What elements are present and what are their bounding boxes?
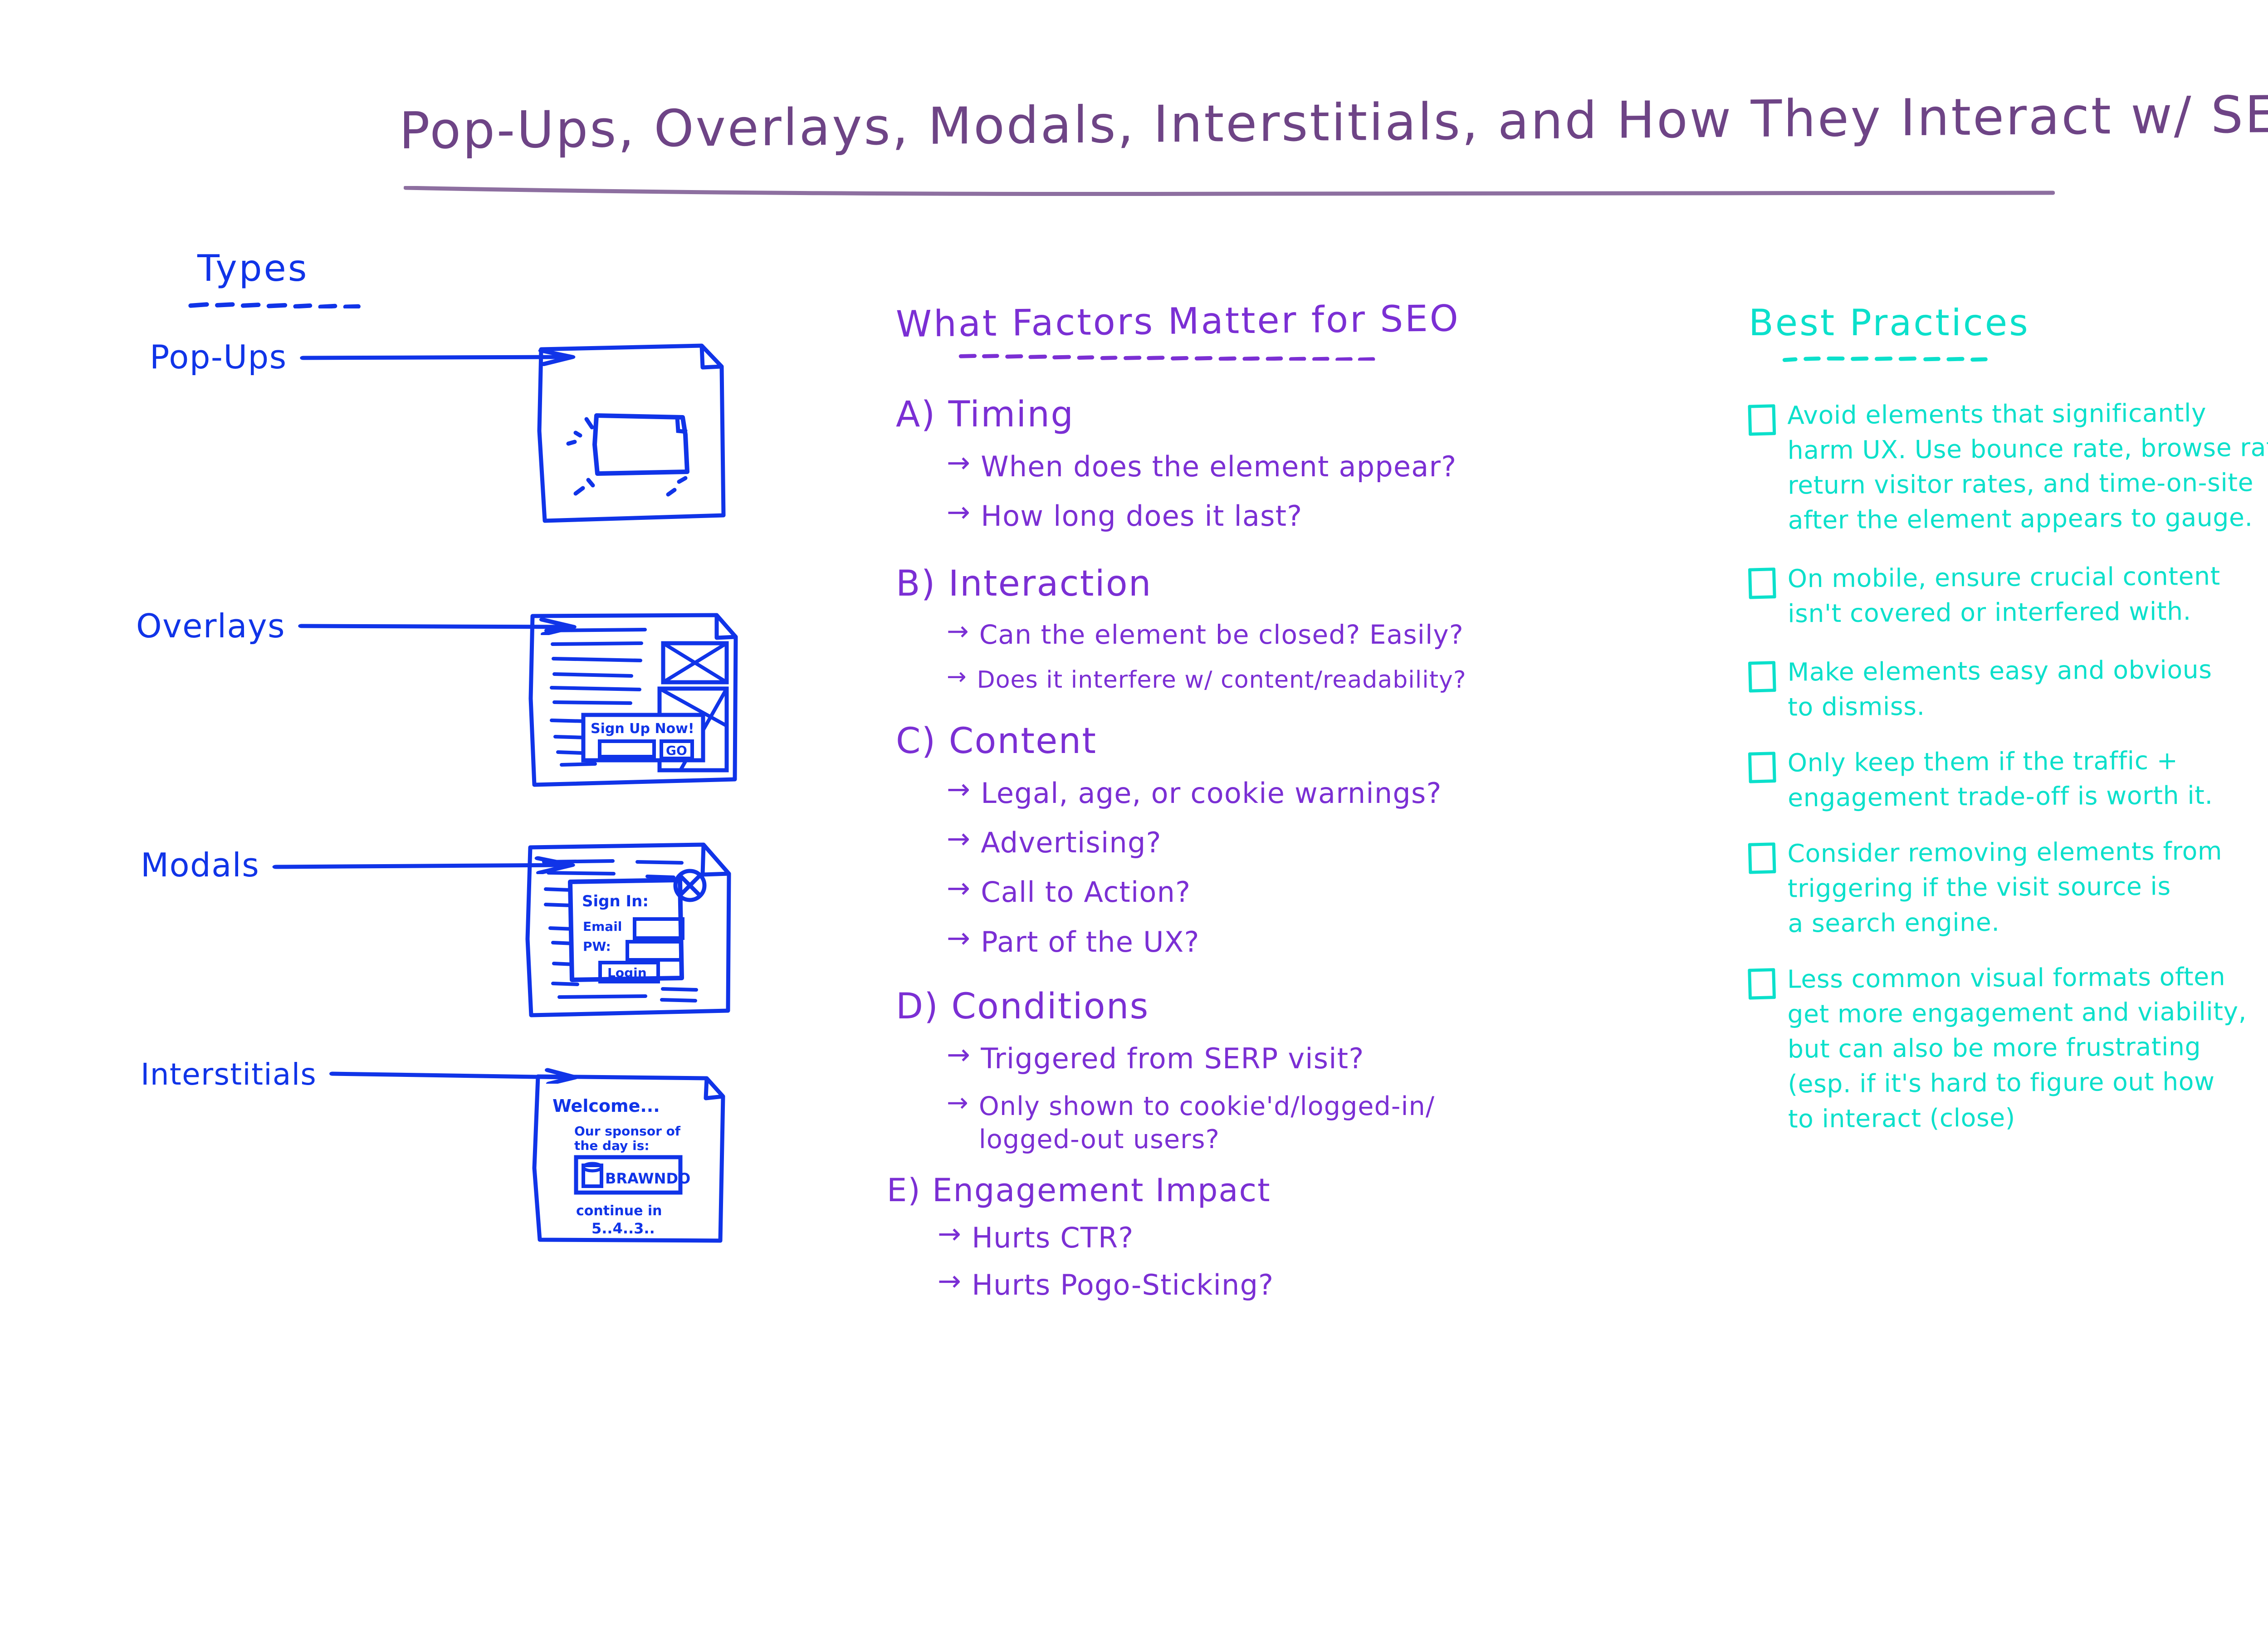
factor-key-a: A): [896, 394, 936, 435]
factor-sub-b-0: → Can the element be closed? Easily?: [947, 615, 1464, 650]
arrow-right-icon: →: [947, 871, 971, 905]
factor-sub-c-1: → Advertising?: [947, 822, 1162, 859]
checkbox-icon[interactable]: [1748, 404, 1776, 436]
best-practice-text: Only keep them if the traffic + engageme…: [1787, 746, 2213, 812]
arrow-right-icon: →: [947, 1088, 969, 1118]
factor-sub-d-1: → Only shown to cookie'd/logged-in/ logg…: [947, 1088, 1435, 1155]
sketch-modal: Sign In: Email PW: Login: [525, 842, 731, 1017]
factor-sub-b-1: → Does it interfere w/ content/readabili…: [947, 663, 1466, 694]
type-row-interstitials: Interstitials: [141, 1057, 594, 1092]
type-label-modals: Modals: [141, 846, 260, 884]
factor-head-d: D) Conditions: [896, 986, 1603, 1027]
arrow-right-icon: →: [947, 663, 967, 690]
best-practice-item: Avoid elements that significantly harm U…: [1748, 395, 2268, 538]
factor-key-b: B): [896, 563, 936, 604]
types-heading: Types: [197, 247, 309, 289]
factor-group-c: C) Content → Legal, age, or cookie warni…: [896, 721, 1603, 960]
factors-heading: What Factors Matter for SEO: [895, 297, 1461, 346]
factor-head-a: A) Timing: [896, 394, 1603, 435]
svg-text:the day is:: the day is:: [574, 1138, 650, 1153]
svg-text:5..4..3..: 5..4..3..: [591, 1220, 655, 1237]
type-label-popups: Pop-Ups: [150, 338, 287, 376]
best-practice-item: On mobile, ensure crucial content isn't …: [1748, 558, 2268, 631]
svg-text:continue in: continue in: [576, 1203, 662, 1219]
factor-key-e: E): [887, 1172, 921, 1209]
arrow-right-icon: →: [947, 921, 971, 954]
factor-sub-a-1: → How long does it last?: [947, 495, 1303, 533]
svg-text:Welcome...: Welcome...: [552, 1096, 660, 1116]
title-underline: [404, 186, 2055, 196]
factor-title-e: Engagement Impact: [932, 1172, 1271, 1209]
types-column: Types: [177, 247, 767, 310]
svg-text:Our sponsor of: Our sponsor of: [574, 1124, 681, 1139]
title-block: Pop-Ups, Overlays, Modals, Interstitials…: [399, 85, 2268, 196]
best-practice-item: Less common visual formats often get mor…: [1748, 958, 2268, 1137]
factor-sub-d-0: → Triggered from SERP visit?: [947, 1037, 1364, 1075]
page-title: Pop-Ups, Overlays, Modals, Interstitials…: [399, 85, 2268, 161]
type-row-overlays: Overlays: [136, 607, 594, 645]
best-practices-heading-underline: [1782, 357, 1988, 362]
best-practice-item: Make elements easy and obvious to dismis…: [1748, 651, 2268, 725]
types-heading-underline: [188, 302, 361, 309]
best-practice-text: Make elements easy and obvious to dismis…: [1787, 655, 2212, 722]
sketch-popup: [537, 343, 726, 523]
checkbox-icon[interactable]: [1748, 968, 1776, 1000]
type-label-interstitials: Interstitials: [141, 1057, 317, 1092]
checkbox-icon[interactable]: [1748, 567, 1776, 599]
best-practice-text: On mobile, ensure crucial content isn't …: [1787, 561, 2221, 628]
arrow-right-icon: →: [938, 1264, 962, 1297]
sketch-overlay: Sign Up Now! GO: [528, 613, 738, 787]
type-row-popups: Pop-Ups: [150, 338, 594, 376]
best-practices-column: Best Practices Avoid elements that signi…: [1748, 302, 2268, 1137]
best-practice-item: Only keep them if the traffic + engageme…: [1748, 742, 2268, 816]
best-practice-text: Avoid elements that significantly harm U…: [1787, 398, 2268, 535]
factor-sub-a-0: → When does the element appear?: [947, 446, 1457, 484]
type-row-modals: Modals: [141, 846, 594, 884]
arrow-right-icon: →: [947, 495, 971, 529]
best-practice-text: Consider removing elements from triggeri…: [1787, 836, 2223, 938]
best-practice-text: Less common visual formats often get mor…: [1787, 962, 2247, 1134]
checkbox-icon[interactable]: [1748, 661, 1776, 693]
checkbox-icon[interactable]: [1748, 842, 1776, 874]
svg-text:Sign In:: Sign In:: [582, 892, 649, 910]
arrow-icon-popups: [299, 348, 575, 366]
arrow-right-icon: →: [947, 446, 971, 479]
best-practice-item: Consider removing elements from triggeri…: [1748, 833, 2268, 941]
type-label-overlays: Overlays: [136, 607, 285, 645]
factor-head-b: B) Interaction: [896, 563, 1603, 604]
factor-group-a: A) Timing → When does the element appear…: [896, 394, 1603, 534]
svg-text:GO: GO: [666, 743, 687, 758]
best-practices-heading: Best Practices: [1749, 302, 2030, 344]
factor-group-d: D) Conditions → Triggered from SERP visi…: [896, 986, 1603, 1156]
factor-title-b: Interaction: [948, 563, 1152, 604]
factor-head-e: E) Engagement Impact: [887, 1172, 1603, 1209]
arrow-right-icon: →: [947, 615, 969, 646]
svg-text:Email: Email: [583, 919, 622, 934]
svg-text:Sign Up Now!: Sign Up Now!: [591, 721, 694, 737]
checkbox-icon[interactable]: [1748, 752, 1776, 783]
factor-key-c: C): [896, 720, 937, 762]
factor-group-e: E) Engagement Impact → Hurts CTR? → Hurt…: [887, 1172, 1603, 1303]
arrow-right-icon: →: [938, 1217, 962, 1251]
arrow-right-icon: →: [947, 1037, 971, 1071]
factors-column: What Factors Matter for SEO A) Timing → …: [887, 297, 1603, 1303]
factor-sub-c-2: → Call to Action?: [947, 871, 1191, 909]
factor-title-c: Content: [948, 720, 1097, 762]
factor-head-c: C) Content: [896, 721, 1603, 762]
sketch-interstitial: Welcome... Our sponsor of the day is: BR…: [532, 1074, 725, 1243]
factor-sub-c-0: → Legal, age, or cookie warnings?: [947, 772, 1442, 810]
factors-heading-underline: [958, 354, 1375, 362]
factor-key-d: D): [896, 986, 939, 1027]
svg-text:BRAWNDO: BRAWNDO: [605, 1170, 690, 1187]
factor-title-a: Timing: [948, 394, 1075, 435]
svg-text:PW:: PW:: [583, 939, 611, 954]
factor-title-d: Conditions: [951, 986, 1149, 1027]
svg-text:Login: Login: [607, 965, 647, 980]
factor-sub-e-1: → Hurts Pogo-Sticking?: [938, 1264, 1274, 1301]
arrow-right-icon: →: [947, 822, 971, 855]
factor-sub-c-3: → Part of the UX?: [947, 921, 1200, 958]
arrow-right-icon: →: [947, 772, 971, 806]
factor-sub-e-0: → Hurts CTR?: [938, 1217, 1134, 1255]
factor-group-b: B) Interaction → Can the element be clos…: [896, 563, 1603, 695]
